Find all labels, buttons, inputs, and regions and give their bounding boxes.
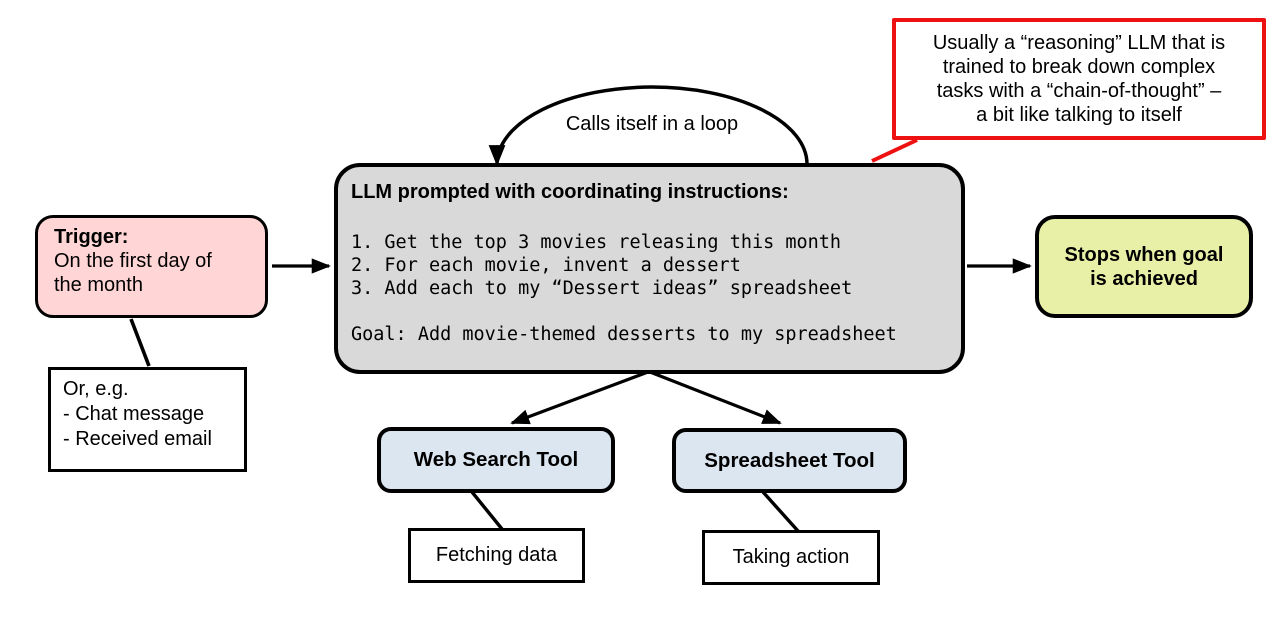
- alt-trigger-line: - Received email: [63, 428, 212, 450]
- reasoning-llm-callout: Usually a “reasoning” LLM that is traine…: [892, 18, 1266, 140]
- arrow-llm-to-web-search-tool: [510, 370, 649, 425]
- alt-trigger-line: Or, e.g.: [63, 378, 129, 400]
- line-web-tool-to-fetching-data: [470, 490, 504, 531]
- trigger-title: Trigger:: [54, 226, 129, 248]
- alt-triggers-node: Or, e.g. - Chat message - Received email: [48, 367, 247, 472]
- fetching-data-note: Fetching data: [408, 528, 585, 583]
- spreadsheet-tool-label: Spreadsheet Tool: [704, 448, 875, 472]
- llm-instructions-text: 1. Get the top 3 movies releasing this m…: [351, 232, 897, 345]
- callout-line: tasks with a “chain-of-thought” –: [936, 80, 1222, 102]
- trigger-line: the month: [54, 274, 143, 296]
- loop-label: Calls itself in a loop: [565, 113, 739, 135]
- arrow-llm-to-spreadsheet-tool: [649, 370, 782, 425]
- callout-line: a bit like talking to itself: [976, 104, 1182, 126]
- llm-node-title: LLM prompted with coordinating instructi…: [351, 181, 789, 203]
- web-search-tool-label: Web Search Tool: [413, 448, 579, 471]
- trigger-node: Trigger: On the first day of the month: [35, 215, 268, 318]
- stop-line: Stops when goal: [1064, 243, 1224, 266]
- llm-coordinator-node: LLM prompted with coordinating instructi…: [334, 163, 965, 374]
- callout-line: trained to break down complex: [942, 56, 1216, 78]
- trigger-line: On the first day of: [54, 250, 212, 272]
- alt-trigger-line: - Chat message: [63, 403, 205, 425]
- taking-action-label: Taking action: [732, 546, 850, 568]
- fetching-data-label: Fetching data: [435, 544, 558, 566]
- stop-line: is achieved: [1090, 267, 1198, 290]
- callout-tail-line: [871, 138, 918, 163]
- taking-action-note: Taking action: [702, 530, 880, 585]
- callout-line: Usually a “reasoning” LLM that is: [932, 32, 1226, 54]
- spreadsheet-tool-node: Spreadsheet Tool: [672, 428, 907, 493]
- stop-condition-node: Stops when goal is achieved: [1035, 215, 1253, 318]
- line-trigger-to-alt-triggers: [129, 318, 151, 367]
- line-spreadsheet-tool-to-taking-action: [761, 490, 800, 533]
- web-search-tool-node: Web Search Tool: [377, 427, 615, 493]
